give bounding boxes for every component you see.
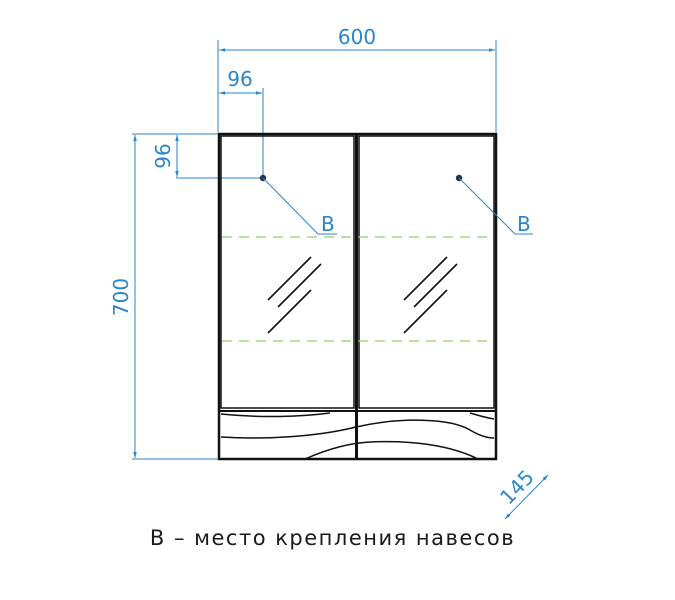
mount-offset-x-dimension: 96 [219,67,264,178]
mount-point-left-label: B [321,212,335,236]
mount-offset-y-dimension: 96 [151,135,263,179]
left-mirror-glare-icon [267,256,322,334]
height-dimension: 700 [109,133,218,460]
cabinet-body [217,132,498,461]
legend-caption-text: B – место крепления навесов [149,526,516,550]
mount-point-right: B [455,174,533,236]
wave-decoration [220,412,495,460]
height-value: 700 [109,278,133,316]
width-dimension: 600 [217,25,497,132]
right-door [358,135,495,409]
legend-caption: B – место крепления навесов [0,526,675,550]
mount-offset-x-value: 96 [227,67,252,91]
mount-point-left: B [259,174,337,236]
depth-value: 145 [495,465,539,509]
depth-dimension: 145 [495,465,549,520]
left-door [220,135,355,409]
shelf-lines [222,236,494,342]
mount-offset-y-value: 96 [151,143,175,168]
width-value: 600 [338,25,376,49]
right-mirror-glare-icon [403,256,458,334]
mount-point-right-label: B [517,212,531,236]
